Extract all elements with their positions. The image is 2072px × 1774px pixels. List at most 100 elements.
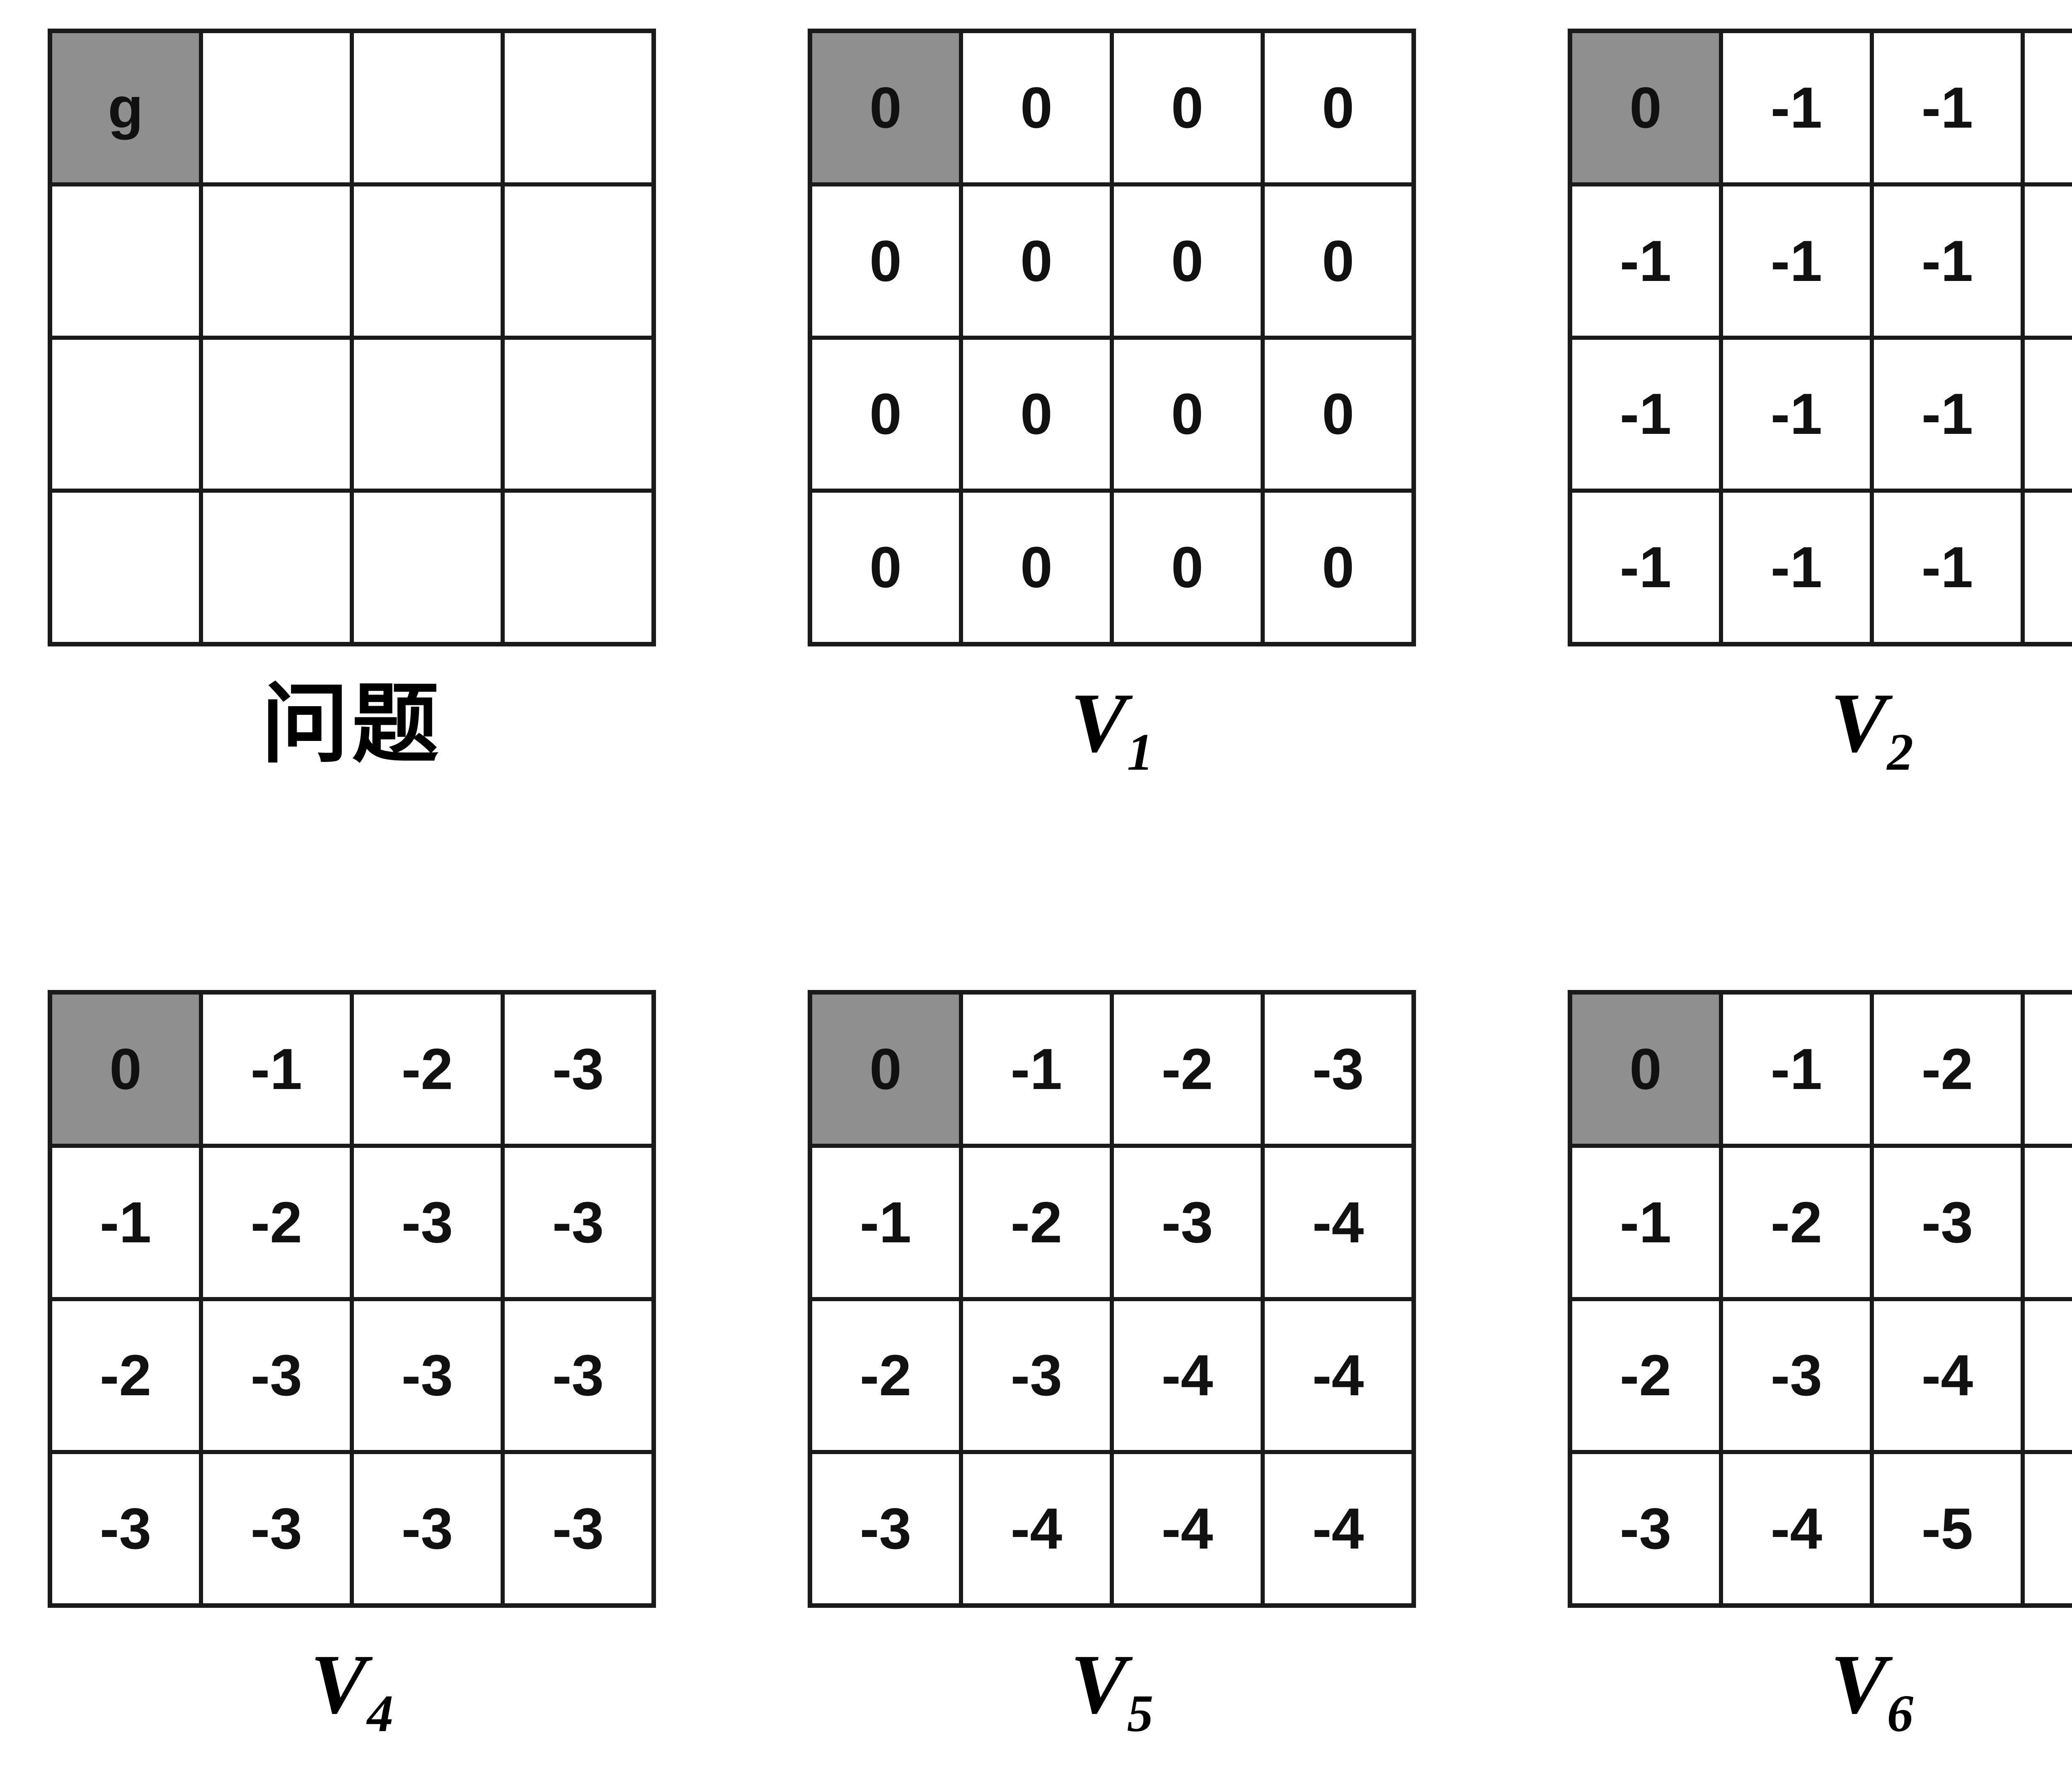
grid-cell-V1-r3c3: 0 — [1263, 491, 1414, 644]
grid-cell-V1-r1c3: 0 — [1263, 184, 1414, 338]
label-base-V6: V — [1830, 1637, 1887, 1731]
grid-cell-V2-r3c1: -1 — [1721, 491, 1872, 644]
grid-cell-problem-r0c1 — [201, 31, 352, 184]
panel-problem: g 问题 — [48, 29, 656, 772]
grid-V2: 0-1-1-1-1-1-1-1-1-1-1-1-1-1-1-1 — [1568, 29, 2072, 646]
grid-cell-V6-r3c0: -3 — [1570, 1452, 1721, 1605]
grid-cell-V1-r2c1: 0 — [961, 337, 1112, 491]
grid-cell-V2-r1c3: -1 — [2023, 184, 2072, 338]
grid-cell-problem-r1c1 — [201, 184, 352, 338]
grid-cell-V4-r2c2: -3 — [352, 1299, 503, 1452]
grid-cell-V5-r3c0: -3 — [810, 1452, 961, 1605]
grid-cell-V6-r2c1: -3 — [1721, 1299, 1872, 1452]
grid-cell-V4-r2c1: -3 — [201, 1299, 352, 1452]
label-base-V5: V — [1070, 1637, 1127, 1731]
goal-cell-V6-r0c0: 0 — [1570, 992, 1721, 1146]
grid-cell-V2-r2c1: -1 — [1721, 337, 1872, 491]
grid-cell-V5-r2c2: -4 — [1112, 1299, 1263, 1452]
label-base-V2: V — [1830, 676, 1887, 770]
grid-cell-V6-r2c3: -5 — [2023, 1299, 2072, 1452]
grid-cell-problem-r1c0 — [50, 184, 201, 338]
grid-cell-V5-r1c1: -2 — [961, 1145, 1112, 1299]
grid-cell-problem-r2c2 — [352, 337, 503, 491]
grid-cell-problem-r2c0 — [50, 337, 201, 491]
panel-label-problem: 问题 — [261, 673, 442, 775]
grid-cell-problem-r2c1 — [201, 337, 352, 491]
grid-cell-V2-r0c2: -1 — [1872, 31, 2023, 184]
label-base-V1: V — [1070, 676, 1127, 770]
grid-cell-V2-r0c3: -1 — [2023, 31, 2072, 184]
grid-cell-V1-r2c3: 0 — [1263, 337, 1414, 491]
grid-cell-V5-r1c0: -1 — [810, 1145, 961, 1299]
grid-cell-V2-r3c0: -1 — [1570, 491, 1721, 644]
label-subscript-V1: 1 — [1127, 723, 1154, 782]
grid-cell-V5-r1c3: -4 — [1263, 1145, 1414, 1299]
grid-V5: 0-1-2-3-1-2-3-4-2-3-4-4-3-4-4-4 — [808, 990, 1416, 1608]
grid-cell-V4-r1c0: -1 — [50, 1145, 201, 1299]
grid-cell-V1-r1c1: 0 — [961, 184, 1112, 338]
grid-cell-V6-r0c1: -1 — [1721, 992, 1872, 1146]
grid-cell-V4-r0c2: -2 — [352, 992, 503, 1146]
grid-cell-V5-r2c1: -3 — [961, 1299, 1112, 1452]
grid-cell-V6-r2c0: -2 — [1570, 1299, 1721, 1452]
grid-cell-V2-r2c0: -1 — [1570, 337, 1721, 491]
grid-cell-V5-r2c0: -2 — [810, 1299, 961, 1452]
grid-cell-V1-r3c2: 0 — [1112, 491, 1263, 644]
grid-cell-V6-r1c0: -1 — [1570, 1145, 1721, 1299]
grid-cell-V4-r3c1: -3 — [201, 1452, 352, 1605]
grid-cell-V2-r0c1: -1 — [1721, 31, 1872, 184]
label-subscript-V4: 4 — [367, 1684, 394, 1743]
grid-cell-V4-r1c1: -2 — [201, 1145, 352, 1299]
panel-label-V5: V5 — [1070, 1637, 1153, 1740]
grid-cell-V6-r3c3: -5 — [2023, 1452, 2072, 1605]
grid-cell-V6-r1c1: -2 — [1721, 1145, 1872, 1299]
goal-cell-V2-r0c0: 0 — [1570, 31, 1721, 184]
grid-cell-V2-r2c2: -1 — [1872, 337, 2023, 491]
grid-cell-V5-r0c2: -2 — [1112, 992, 1263, 1146]
grid-cell-V2-r1c2: -1 — [1872, 184, 2023, 338]
grid-cell-problem-r3c0 — [50, 491, 201, 644]
goal-cell-problem-r0c0: g — [50, 31, 201, 184]
grid-cell-V4-r1c2: -3 — [352, 1145, 503, 1299]
grid-cell-V5-r3c2: -4 — [1112, 1452, 1263, 1605]
grid-cell-V4-r0c3: -3 — [503, 992, 654, 1146]
panel-label-V2: V2 — [1830, 676, 1913, 779]
grid-cell-V4-r2c0: -2 — [50, 1299, 201, 1452]
panel-label-V4: V4 — [310, 1638, 393, 1740]
grid-cell-V1-r1c0: 0 — [810, 184, 961, 338]
grid-problem: g — [48, 29, 656, 646]
grid-cell-problem-r0c2 — [352, 31, 503, 184]
grid-cell-V2-r1c1: -1 — [1721, 184, 1872, 338]
grid-cell-V2-r3c3: -1 — [2023, 491, 2072, 644]
grid-cell-V4-r1c3: -3 — [503, 1145, 654, 1299]
panel-label-V6: V6 — [1830, 1637, 1913, 1740]
label-subscript-V2: 2 — [1887, 723, 1914, 782]
grid-cell-V6-r1c3: -4 — [2023, 1145, 2072, 1299]
grid-cell-V6-r3c2: -5 — [1872, 1452, 2023, 1605]
grid-cell-V5-r3c3: -4 — [1263, 1452, 1414, 1605]
grid-cell-V4-r3c3: -3 — [503, 1452, 654, 1605]
grid-cell-V2-r2c3: -1 — [2023, 337, 2072, 491]
grid-cell-V1-r3c0: 0 — [810, 491, 961, 644]
grid-cell-V6-r2c2: -4 — [1872, 1299, 2023, 1452]
panel-label-V1: V1 — [1070, 676, 1153, 779]
panel-V2: 0-1-1-1-1-1-1-1-1-1-1-1-1-1-1-1V2 — [1568, 29, 2072, 779]
grid-cell-V4-r3c2: -3 — [352, 1452, 503, 1605]
grid-cell-problem-r3c3 — [503, 491, 654, 644]
label-subscript-V5: 5 — [1127, 1684, 1154, 1743]
grid-cell-V6-r3c1: -4 — [1721, 1452, 1872, 1605]
grid-cell-V6-r1c2: -3 — [1872, 1145, 2023, 1299]
grid-cell-V4-r0c1: -1 — [201, 992, 352, 1146]
grid-cell-V5-r0c1: -1 — [961, 992, 1112, 1146]
grid-cell-V1-r1c2: 0 — [1112, 184, 1263, 338]
grid-cell-V4-r3c0: -3 — [50, 1452, 201, 1605]
grid-cell-V4-r2c3: -3 — [503, 1299, 654, 1452]
grid-V6: 0-1-2-3-1-2-3-4-2-3-4-5-3-4-5-5 — [1568, 990, 2072, 1608]
goal-cell-V5-r0c0: 0 — [810, 992, 961, 1146]
grid-cell-V6-r0c2: -2 — [1872, 992, 2023, 1146]
